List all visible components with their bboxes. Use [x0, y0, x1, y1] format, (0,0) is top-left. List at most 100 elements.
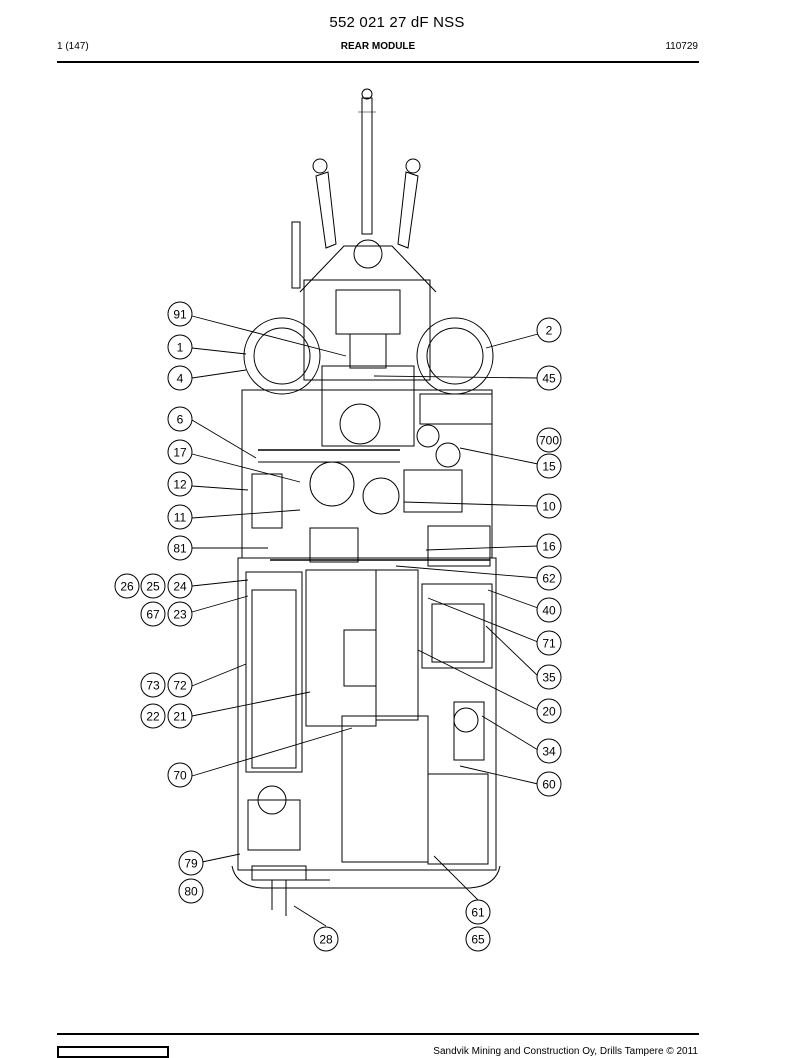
document-number: 552 021 27 dF NSS: [329, 14, 465, 31]
sandvik-logo: [57, 1046, 169, 1058]
callout-label: 26: [120, 580, 134, 594]
callout-label: 11: [174, 511, 187, 525]
callout-70: 70: [167, 762, 193, 788]
callout-circle: [167, 365, 193, 391]
callout-circle: [536, 738, 562, 764]
callout-65: 65: [465, 926, 491, 952]
callout-circle: [167, 573, 193, 599]
callout-circle: [140, 703, 166, 729]
callout-circle: [167, 535, 193, 561]
callout-80: 80: [178, 878, 204, 904]
callout-circle: [536, 630, 562, 656]
callout-circle: [167, 334, 193, 360]
callout-72: 72: [167, 672, 193, 698]
callout-label: 17: [173, 446, 187, 460]
callout-4: 4: [167, 365, 193, 391]
callout-67: 67: [140, 601, 166, 627]
callout-circle: [167, 471, 193, 497]
callout-61: 61: [465, 899, 491, 925]
callout-10: 10: [536, 493, 562, 519]
callout-label: 12: [173, 478, 187, 492]
callout-label: 2: [546, 324, 553, 338]
callout-28: 28: [313, 926, 339, 952]
callout-40: 40: [536, 597, 562, 623]
callout-71: 71: [536, 630, 562, 656]
callout-circle: [167, 762, 193, 788]
callout-24: 24: [167, 573, 193, 599]
callout-circle: [313, 926, 339, 952]
callout-circle: [167, 504, 193, 530]
callout-label: 22: [146, 710, 160, 724]
callout-label: 61: [471, 906, 485, 920]
callout-label: 34: [542, 745, 556, 759]
callout-label: 10: [542, 500, 556, 514]
callout-circle: [536, 453, 562, 479]
callout-label: 65: [471, 933, 485, 947]
callout-label: 24: [173, 580, 187, 594]
callout-73: 73: [140, 672, 166, 698]
callout-label: 40: [542, 604, 556, 618]
callout-circle: [536, 427, 562, 453]
callout-label: 45: [542, 372, 556, 386]
footer-copyright: Sandvik Mining and Construction Oy, Dril…: [433, 1046, 698, 1057]
date-code: 110729: [665, 41, 698, 52]
callout-45: 45: [536, 365, 562, 391]
callout-circle: [536, 597, 562, 623]
callout-label: 16: [542, 540, 556, 554]
callout-label: 20: [542, 705, 556, 719]
callout-circle: [178, 850, 204, 876]
callout-circle: [167, 601, 193, 627]
callout-25: 25: [140, 573, 166, 599]
callout-label: 70: [173, 769, 187, 783]
callout-circle: [140, 672, 166, 698]
callout-circle: [167, 301, 193, 327]
callout-35: 35: [536, 664, 562, 690]
page-number: 1 (147): [57, 41, 89, 52]
callout-circle: [167, 703, 193, 729]
callout-62: 62: [536, 565, 562, 591]
callout-circle: [536, 565, 562, 591]
callout-label: 21: [173, 710, 187, 724]
callout-circle: [465, 899, 491, 925]
callout-12: 12: [167, 471, 193, 497]
header-rule: [57, 61, 699, 63]
callout-6: 6: [167, 406, 193, 432]
callout-circle: [536, 698, 562, 724]
callout-circle: [536, 771, 562, 797]
callout-circle: [536, 365, 562, 391]
callout-2: 2: [536, 317, 562, 343]
callout-1: 1: [167, 334, 193, 360]
callout-label: 4: [177, 372, 184, 386]
callout-label: 6: [177, 413, 184, 427]
callout-label: 1: [177, 341, 184, 355]
callout-17: 17: [167, 439, 193, 465]
callout-81: 81: [167, 535, 193, 561]
callout-circle: [114, 573, 140, 599]
callout-label: 25: [146, 580, 160, 594]
callout-circle: [167, 406, 193, 432]
callout-circle: [140, 573, 166, 599]
callout-16: 16: [536, 533, 562, 559]
callout-circle: [178, 878, 204, 904]
callout-circle: [167, 672, 193, 698]
callout-label: 62: [542, 572, 556, 586]
callout-23: 23: [167, 601, 193, 627]
section-title: REAR MODULE: [340, 41, 416, 52]
callout-21: 21: [167, 703, 193, 729]
callout-15: 15: [536, 453, 562, 479]
callout-91: 91: [167, 301, 193, 327]
callout-79: 79: [178, 850, 204, 876]
callout-label: 700: [539, 434, 559, 448]
machine-outline: [231, 88, 501, 916]
footer-rule: [57, 1033, 699, 1035]
callout-label: 15: [542, 460, 556, 474]
callout-label: 91: [173, 308, 187, 322]
callout-60: 60: [536, 771, 562, 797]
callout-11: 11: [167, 504, 193, 530]
callout-20: 20: [536, 698, 562, 724]
callout-700: 700: [536, 427, 562, 453]
callout-circle: [536, 493, 562, 519]
callout-circle: [465, 926, 491, 952]
